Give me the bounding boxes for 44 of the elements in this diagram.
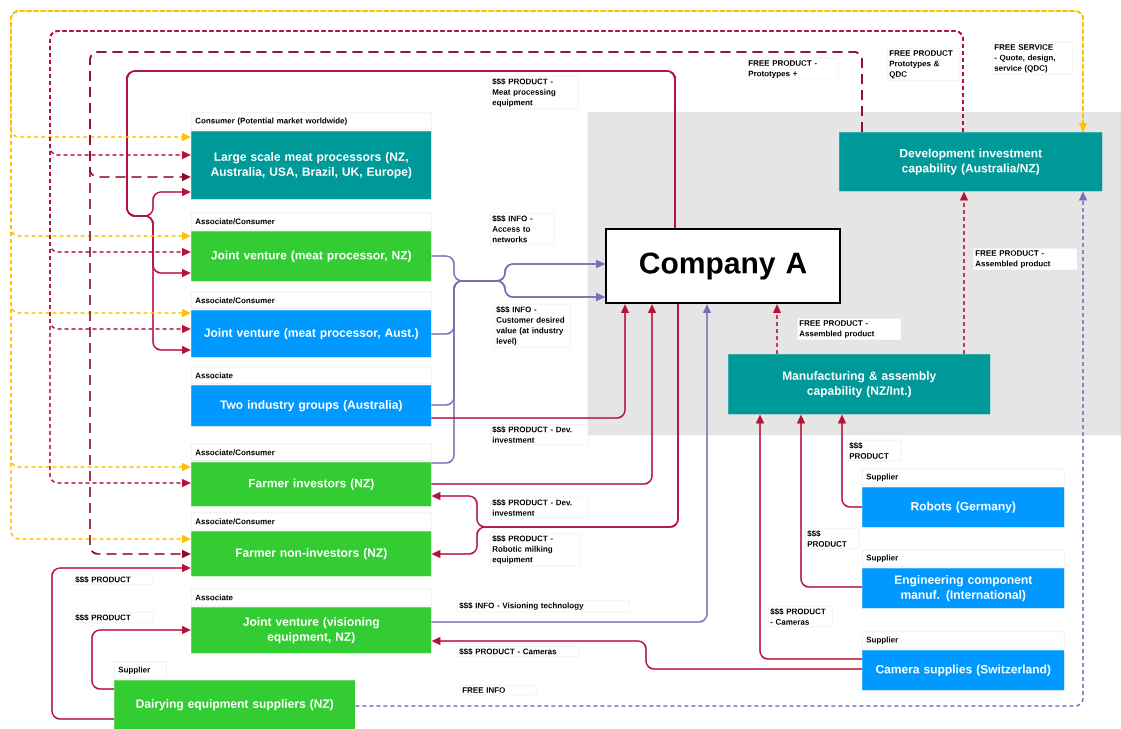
process-box: Joint venture (visioning equipment, NZ) bbox=[191, 607, 432, 654]
edge-label: $$$ INFO - Visioning technology bbox=[457, 600, 630, 613]
role-label: Associate/Consumer bbox=[191, 291, 432, 309]
process-box: Robots (Germany) bbox=[862, 487, 1065, 528]
edge-label: $$$ PRODUCT - Robotic milking equipment bbox=[490, 533, 581, 566]
role-label: Associate/Consumer bbox=[191, 512, 432, 530]
edge-label: $$$ PRODUCT - Dev. investment bbox=[490, 424, 589, 445]
process-box: Farmer investors (NZ) bbox=[191, 462, 432, 507]
role-label: Consumer (Potential market worldwide) bbox=[191, 112, 432, 130]
role-label: Supplier bbox=[862, 468, 1065, 486]
edge-label: FREE PRODUCT - Prototypes + bbox=[746, 58, 839, 81]
edge-label: FREE PRODUCT - Assembled product bbox=[797, 318, 902, 341]
edge-label: $$$ INFO - Customer desired value (at industry level) bbox=[494, 304, 571, 348]
edge-label: FREE INFO bbox=[460, 685, 537, 696]
edge-label: $$$ PRODUCT bbox=[73, 612, 154, 623]
edge-label: $$$ PRODUCT bbox=[847, 440, 902, 461]
edge-label: $$$ PRODUCT - Dev. investment bbox=[490, 497, 589, 518]
company-box: Company A bbox=[605, 228, 841, 304]
role-label: Supplier bbox=[862, 631, 1065, 649]
process-box: Joint venture (meat processor, Aust.) bbox=[191, 310, 432, 358]
edge-label: $$$ PRODUCT - Cameras bbox=[457, 646, 580, 657]
process-box: Joint venture (meat processor, NZ) bbox=[191, 231, 432, 282]
edge-label: FREE PRODUCT - Assembled product bbox=[973, 248, 1078, 271]
role-label: Supplier bbox=[114, 661, 167, 679]
role-label: Associate bbox=[191, 588, 432, 606]
process-box: Farmer non-investors (NZ) bbox=[191, 531, 432, 577]
edge-label: $$$ PRODUCT bbox=[805, 528, 860, 549]
process-box: Dairying equipment suppliers (NZ) bbox=[114, 680, 356, 729]
process-box: Two industry groups (Australia) bbox=[191, 385, 432, 427]
role-label: Associate/Consumer bbox=[191, 443, 432, 461]
process-box: Large scale meat processors (NZ, Australia, USA, Brazil, UK, Europe) bbox=[191, 131, 432, 200]
edge-label: $$$ INFO - Access to networks bbox=[490, 213, 555, 245]
role-label: Associate bbox=[191, 366, 432, 384]
process-box: Camera supplies (Switzerland) bbox=[862, 650, 1065, 691]
edge-label: FREE SERVICE - Quote, design, service (QDC) bbox=[992, 42, 1073, 75]
role-label: Supplier bbox=[862, 549, 1065, 567]
edge-label: $$$ PRODUCT bbox=[73, 574, 154, 585]
process-box: Manufacturing & assembly capability (NZ/Int.) bbox=[728, 354, 991, 415]
role-label: Associate/Consumer bbox=[191, 212, 432, 230]
edge-label: $$$ PRODUCT - Cameras bbox=[768, 606, 833, 627]
process-box: Development investment capability (Australia/NZ) bbox=[839, 132, 1103, 192]
edge-label: $$$ PRODUCT - Meat processing equipment bbox=[490, 76, 579, 109]
process-box: Engineering component manuf. (International) bbox=[862, 568, 1065, 609]
edge-label: FREE PRODUCT Prototypes & QDC bbox=[887, 48, 960, 81]
